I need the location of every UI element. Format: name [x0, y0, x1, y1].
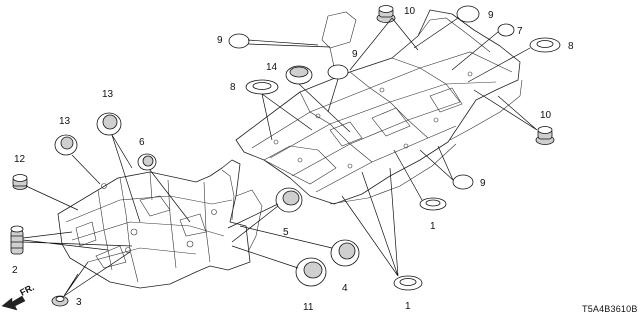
grommet-8-right: [529, 37, 561, 53]
floor-pan-drawing: [235, 9, 523, 205]
grommet-14: [285, 65, 313, 85]
grommet-6: [137, 153, 157, 171]
callout-1: 1: [430, 221, 436, 232]
callout-13: 13: [59, 116, 71, 127]
diagram-code: T5A4B3610B: [582, 304, 638, 314]
seal-9-top-left: [228, 33, 250, 49]
seal-9-bottom-right: [452, 174, 474, 190]
boot-2: [10, 225, 24, 255]
grommet-parts: [10, 5, 561, 307]
callout-1: 1: [405, 301, 411, 312]
grommet-4: [330, 239, 360, 267]
grommet-1-upper: [419, 197, 447, 211]
direction-label: FR.: [18, 282, 35, 298]
grommet-11: [295, 257, 327, 287]
callout-9: 9: [217, 35, 223, 46]
callout-10: 10: [404, 6, 416, 17]
callout-7: 7: [517, 26, 523, 37]
callout-4: 4: [342, 283, 348, 294]
callout-8: 8: [568, 41, 574, 52]
seal-9-mid: [327, 64, 349, 80]
seal-7: [497, 23, 515, 37]
callout-3: 3: [76, 297, 82, 308]
callout-9: 9: [352, 49, 358, 60]
callout-13: 13: [102, 89, 114, 100]
callout-9: 9: [480, 178, 486, 189]
callout-2: 2: [12, 265, 18, 276]
grommet-13-lower: [54, 134, 78, 156]
grommet-13-upper: [96, 112, 122, 136]
grommet-5: [275, 187, 303, 213]
clip-3: [51, 295, 69, 307]
callout-9: 9: [488, 10, 494, 21]
callout-labels: 9 9 9 9 10 10 7 8 8 14 13 13 6 12 2 3 5 …: [12, 6, 574, 313]
callout-5: 5: [283, 227, 289, 238]
seal-9-top-right: [456, 5, 480, 23]
callout-12: 12: [14, 154, 26, 165]
grommet-8-left: [245, 79, 279, 95]
callout-11: 11: [303, 302, 314, 313]
callout-8: 8: [230, 82, 236, 93]
front-frame-drawing: [57, 159, 263, 289]
arrow-icon: [1, 295, 26, 311]
callout-14: 14: [266, 62, 278, 73]
grommet-1-lower: [393, 275, 423, 291]
front-direction-arrow: FR.: [1, 282, 36, 311]
callout-6: 6: [139, 137, 145, 148]
plug-10-top: [376, 5, 396, 23]
callout-10: 10: [540, 110, 552, 121]
plug-12: [12, 174, 28, 190]
plug-10-right: [535, 126, 555, 145]
leader-lines: [22, 17, 538, 297]
